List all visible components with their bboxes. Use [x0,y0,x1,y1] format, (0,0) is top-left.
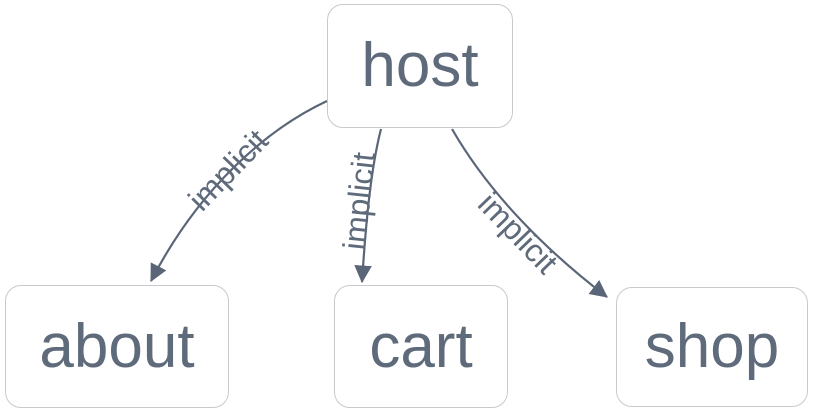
node-shop: shop [616,287,808,407]
node-host: host [327,4,513,128]
edge-host-about [150,100,328,282]
node-label-about: about [39,311,195,381]
node-cart: cart [334,285,508,408]
edge-label-host-shop: implicit [471,185,565,280]
node-label-shop: shop [644,312,780,381]
edge-label-host-about: implicit [181,122,275,217]
edge-label-host-cart: implicit [336,150,382,251]
edge-host-shop [451,128,608,298]
node-about: about [5,285,229,408]
node-label-host: host [361,31,479,100]
edge-host-cart [354,128,383,284]
node-label-cart: cart [369,311,473,381]
